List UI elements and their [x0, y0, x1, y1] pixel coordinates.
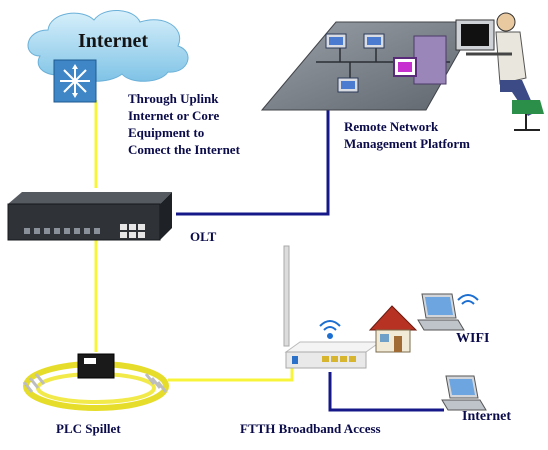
remote-line-1: Remote Network: [344, 119, 439, 134]
internet-cloud-label: Internet: [78, 30, 148, 52]
ftth-label: FTTH Broadband Access: [240, 421, 381, 436]
uplink-line-2: Internet or Core: [128, 108, 220, 123]
uplink-line-4: Comect the Internet: [128, 142, 240, 157]
plc-to-onu-fiber-line: [168, 368, 294, 382]
olt-device: [7, 192, 172, 241]
remote-management-label: Remote Network Management Platform: [344, 118, 470, 152]
connection-lines: [94, 100, 444, 412]
management-platform: [260, 21, 477, 111]
house-icon: [368, 305, 418, 353]
core-switch-icon: [53, 59, 97, 103]
operator-icon: [455, 12, 544, 131]
olt-to-management-line: [176, 110, 330, 216]
olt-label: OLT: [190, 229, 217, 244]
wifi-label: WIFI: [456, 331, 490, 346]
plc-splitter-label: PLC Spillet: [56, 421, 121, 436]
lan-internet-label: Internet: [462, 409, 511, 424]
onu-to-laptop-line: [328, 372, 444, 412]
wifi-icon: [319, 320, 341, 339]
server-tower-icon: [413, 35, 447, 85]
plc-splitter: [22, 353, 169, 411]
uplink-line-3: Equipment to: [128, 125, 205, 140]
wifi-laptop-icon: [417, 293, 479, 331]
uplink-line-1: Through Uplink: [128, 91, 219, 106]
uplink-description: Through Uplink Internet or Core Equipmen…: [128, 90, 240, 158]
onu-router: [283, 245, 382, 369]
remote-line-2: Management Platform: [344, 136, 470, 151]
wired-laptop-icon: [441, 375, 487, 411]
